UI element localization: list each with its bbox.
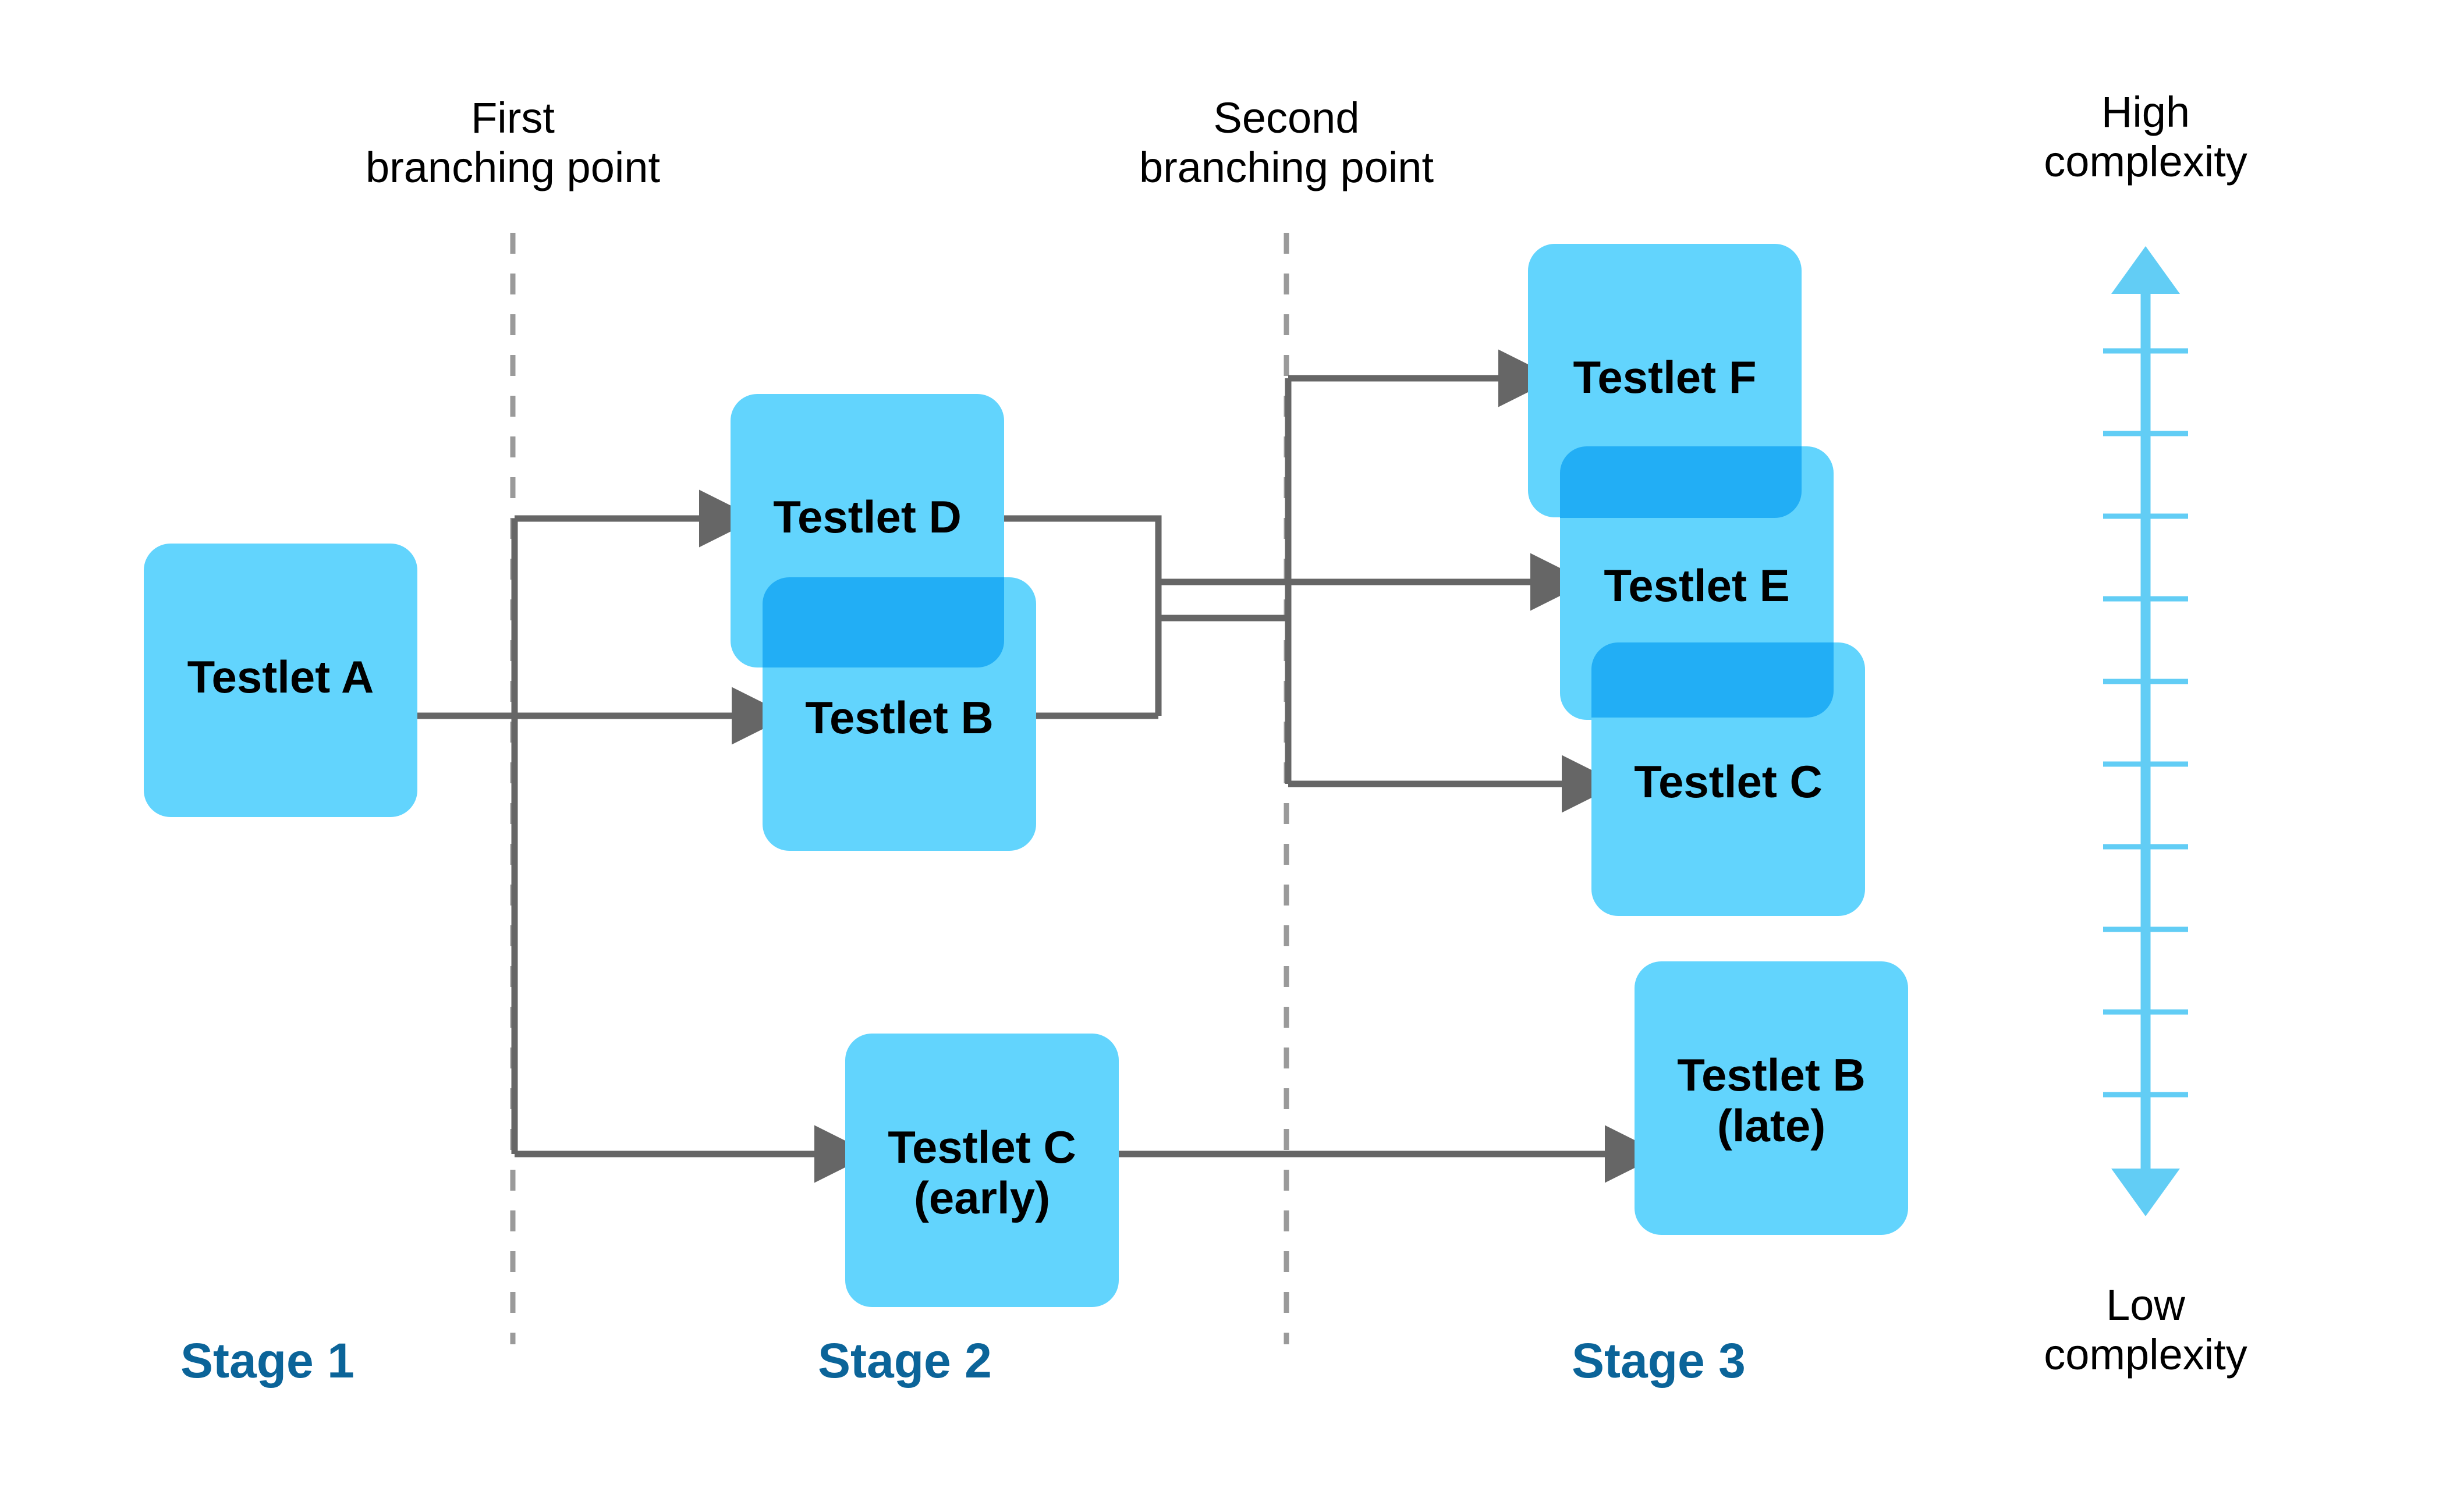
stage-label-3: Stage 3 [1572,1333,1746,1388]
node-testlet-a-label: Testlet A [144,651,417,702]
label-second-branching-point-line2: branching point [1139,143,1434,192]
node-testlet-b-late-label-line2: (late) [1717,1100,1826,1152]
node-testlet-e-label: Testlet E [1560,560,1834,611]
node-testlet-c-late-label: Testlet C [1591,756,1865,807]
node-testlet-b-late[interactable]: Testlet B (late) [1635,961,1908,1235]
node-testlet-c-late-label-line1: Testlet C [1634,756,1823,807]
node-testlet-b-late-label: Testlet B (late) [1635,1049,1908,1152]
node-testlet-d-label: Testlet D [731,491,1004,542]
overlap-testlet-d-testlet-b [763,577,1004,667]
node-testlet-a[interactable]: Testlet A [144,544,417,817]
label-first-branching-point-line1: First [471,94,555,142]
label-low-complexity-line1: Low [2106,1281,2185,1329]
node-testlet-c-early-label: Testlet C (early) [845,1121,1119,1224]
flow-stage2-merge [1004,349,1619,813]
overlap-testlet-f-testlet-e [1560,446,1802,518]
label-high-complexity: High complexity [1913,87,2378,186]
node-testlet-a-label-line1: Testlet A [187,651,374,702]
stage-label-1: Stage 1 [180,1333,354,1388]
label-first-branching-point: First branching point [280,93,746,192]
node-testlet-d-label-line1: Testlet D [773,491,962,542]
label-second-branching-point-line1: Second [1213,94,1360,142]
node-testlet-b-label-line1: Testlet B [805,692,994,743]
node-testlet-c-early[interactable]: Testlet C (early) [845,1034,1119,1307]
node-testlet-c-early-label-line1: Testlet C [888,1121,1076,1173]
label-first-branching-point-line2: branching point [365,143,661,192]
label-high-complexity-line1: High [2101,88,2190,136]
complexity-axis [2103,246,2188,1216]
node-testlet-f-label-line1: Testlet F [1573,351,1757,403]
label-second-branching-point: Second branching point [1054,93,1519,192]
complexity-axis-ticks [2103,348,2188,1098]
label-high-complexity-line2: complexity [2044,137,2247,186]
node-testlet-e-label-line1: Testlet E [1604,560,1790,611]
overlap-testlet-e-testlet-c [1591,642,1834,718]
node-testlet-b-late-label-line1: Testlet B [1677,1049,1866,1100]
node-testlet-c-early-label-line2: (early) [913,1172,1051,1224]
flow-testlet-a-out [417,489,872,1183]
node-testlet-b-label: Testlet B [763,692,1036,743]
node-testlet-f-label: Testlet F [1528,351,1802,403]
label-low-complexity: Low complexity [1913,1280,2378,1379]
label-low-complexity-line2: complexity [2044,1330,2247,1379]
stage-label-2: Stage 2 [818,1333,992,1388]
